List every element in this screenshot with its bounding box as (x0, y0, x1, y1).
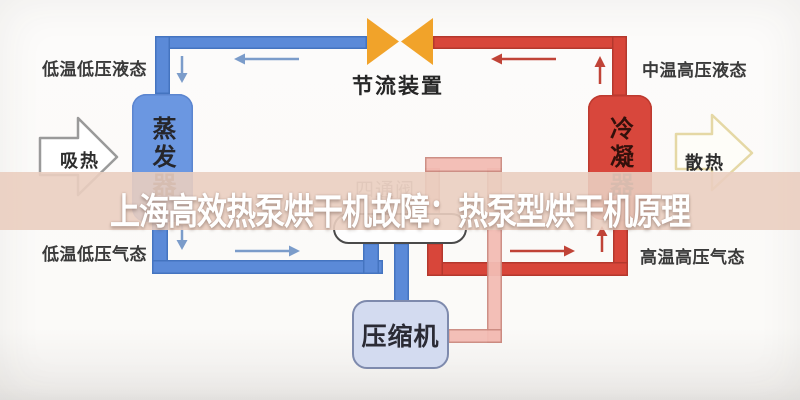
compressor-label: 压缩机 (361, 321, 440, 351)
pipe-valve-to-condenser (427, 243, 443, 276)
flow-arrow-up-red-icon (594, 56, 606, 84)
dissipate-heat-label: 散热 (685, 153, 725, 174)
label-high-pressure-gas: 高温高压气态 (640, 248, 745, 268)
flow-arrow-right-blue-icon (235, 245, 300, 257)
flow-arrow-down-blue-icon (176, 56, 188, 83)
pipe-right-vertical (612, 36, 627, 96)
pipe-bottom-left-horizontal (152, 260, 383, 274)
page-title: 上海高效热泵烘干机故障：热泵型烘干机原理 (110, 190, 691, 234)
absorb-heat-label: 吸热 (60, 151, 100, 172)
label-high-pressure-liquid: 中温高压液态 (642, 61, 747, 81)
label-low-pressure-liquid: 低温低压液态 (42, 60, 147, 80)
title-overlay-band (0, 172, 800, 230)
pipe-left-vertical (155, 36, 170, 94)
pipe-top-right-horizontal (433, 36, 627, 49)
flow-arrow-left-blue-icon (234, 53, 299, 65)
pipe-top-left-horizontal (155, 36, 367, 49)
pipe-valve-suction-in (363, 243, 379, 274)
flow-arrow-right-red-icon (510, 245, 575, 257)
flow-arrow-up-red2-icon (596, 226, 608, 252)
throttle-device-label: 节流装置 (352, 74, 444, 98)
throttle-valve-icon (367, 18, 433, 65)
pipe-bottom-right-horizontal (430, 262, 628, 276)
pipe-discharge-top-bar (425, 157, 502, 172)
pipe-to-compressor (394, 243, 409, 302)
dissipate-heat-arrow-icon (674, 113, 754, 192)
compressor-box: 压缩机 (352, 300, 449, 369)
flow-arrow-left-red-icon (491, 53, 556, 65)
pipe-discharge-from-compressor (448, 329, 502, 343)
label-low-pressure-gas: 低温低压气态 (42, 245, 147, 265)
